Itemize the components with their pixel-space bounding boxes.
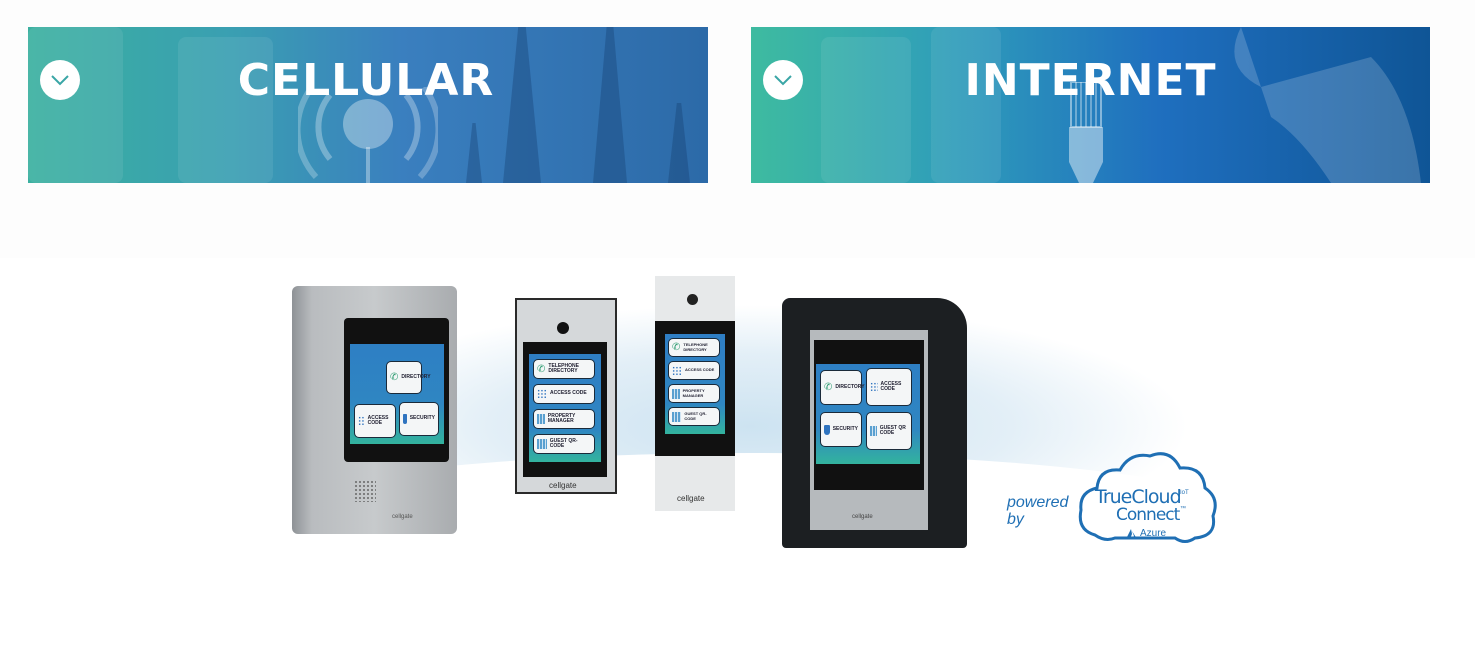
bg-device-ghost <box>178 37 273 183</box>
banner-title: CELLULAR <box>237 55 495 106</box>
screen-button: ACCESS CODE <box>668 361 720 380</box>
screen-button: ACCESS CODE <box>354 404 396 438</box>
azure-logo: Azure <box>1126 528 1166 539</box>
screen-button: ✆DIRECTORY <box>386 361 431 394</box>
bg-device-ghost <box>28 27 123 183</box>
screen-button: PROPERTY MANAGER <box>668 384 720 403</box>
product-surface-mount: ✆DIRECTORY ACCESS CODE SECURITY cellgate <box>292 286 457 534</box>
screen-button: SECURITY <box>399 402 439 436</box>
bg-device-ghost <box>821 37 911 183</box>
brand-name-line2: Connect <box>1116 505 1180 525</box>
cellular-banner[interactable]: CELLULAR <box>28 27 708 183</box>
cloud-icon <box>1078 452 1217 543</box>
expand-button[interactable] <box>40 60 80 100</box>
chevron-down-icon <box>774 75 792 86</box>
screen-button: PROPERTY MANAGER <box>533 409 595 429</box>
screen-button: GUEST QR-CODE <box>668 407 720 426</box>
brand-logo: cellgate <box>392 514 413 520</box>
trademark-symbol: ™ <box>1180 506 1186 512</box>
bg-device-ghost <box>931 27 1001 183</box>
screen-button: ✆TELEPHONE DIRECTORY <box>533 359 595 379</box>
powered-by-label: powered by <box>1007 494 1069 528</box>
brand-logo: cellgate <box>852 514 873 520</box>
product-tall-black: ✆TELEPHONE DIRECTORY ACCESS CODE PROPERT… <box>655 276 743 511</box>
internet-banner[interactable]: INTERNET <box>751 27 1430 183</box>
screen-button: ✆TELEPHONE DIRECTORY <box>668 338 720 357</box>
screen-button: GUEST QR-CODE <box>533 434 595 454</box>
brand-iot-superscript: IoT <box>1180 490 1189 496</box>
cell-tower <box>466 123 482 183</box>
screen-button: ✆DIRECTORY <box>820 370 865 405</box>
brand-logo: cellgate <box>549 481 577 490</box>
brand-logo: cellgate <box>677 494 705 503</box>
chevron-down-icon <box>51 75 69 86</box>
screen-button: ACCESS CODE <box>533 384 595 404</box>
product-narrow-silver: ✆TELEPHONE DIRECTORY ACCESS CODE PROPERT… <box>515 298 617 494</box>
screen-button: ACCESS CODE <box>866 368 912 406</box>
banner-title: INTERNET <box>964 55 1217 106</box>
cell-tower <box>668 103 690 183</box>
azure-icon <box>1126 528 1137 539</box>
brand-name: TrueCloud <box>1095 486 1182 508</box>
screen-button: SECURITY <box>820 412 862 447</box>
expand-button[interactable] <box>763 60 803 100</box>
product-hooded: ✆DIRECTORY ACCESS CODE SECURITY GUEST QR… <box>782 288 972 548</box>
screen-button: GUEST QR CODE <box>866 412 912 450</box>
